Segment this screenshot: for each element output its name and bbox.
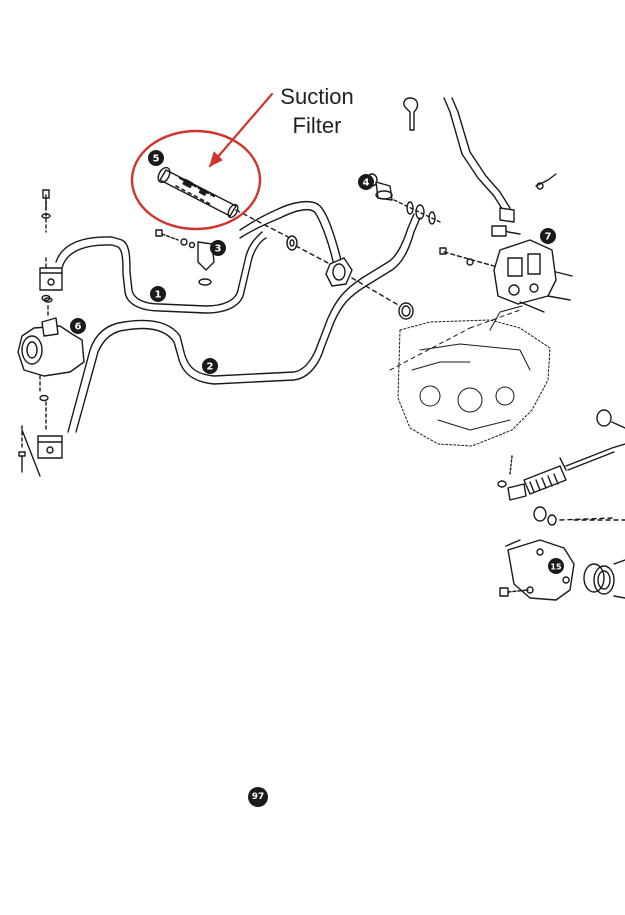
hose-suction-loop (237, 200, 343, 293)
svg-text:1: 1 (155, 290, 162, 301)
badge-5: 5 (148, 150, 164, 166)
suction-filter-label: Suction Filter (262, 82, 372, 140)
suction-filter-highlight (130, 129, 262, 231)
callout-line-2: Filter (292, 113, 342, 138)
svg-text:2: 2 (207, 362, 214, 373)
page-number-badge: 97 (248, 787, 268, 807)
lower-left-bracket (18, 425, 63, 477)
svg-text:5: 5 (153, 154, 160, 165)
svg-text:7: 7 (545, 232, 552, 243)
cover-plate-15 (499, 519, 625, 601)
svg-text:3: 3 (215, 244, 222, 255)
hose-1 (55, 236, 245, 314)
svg-text:4: 4 (363, 178, 370, 189)
badge-6: 6 (70, 318, 86, 334)
engine-block (389, 305, 551, 447)
badge-3: 3 (210, 240, 226, 256)
fitting-4 (366, 173, 441, 225)
hose-2 (67, 213, 421, 433)
bolt-assembly-3 (155, 229, 215, 286)
upper-left-bracket (39, 189, 63, 302)
part-badges: 5 1 2 3 4 6 7 15 (70, 150, 564, 574)
svg-text:6: 6 (75, 322, 82, 333)
pump-6 (17, 297, 85, 433)
badge-2: 2 (202, 358, 218, 374)
badge-4: 4 (358, 174, 374, 190)
svg-text:15: 15 (550, 563, 562, 572)
badge-7: 7 (540, 228, 556, 244)
callout-line-1: Suction (280, 84, 354, 109)
control-lever (403, 97, 557, 237)
suction-filter-part (157, 166, 291, 239)
badge-1: 1 (150, 286, 166, 302)
filter-fittings (286, 235, 414, 320)
badge-15: 15 (548, 558, 564, 574)
control-valve-7 (439, 239, 573, 313)
callout-arrow (208, 92, 274, 168)
relief-valve-assembly (497, 409, 625, 526)
